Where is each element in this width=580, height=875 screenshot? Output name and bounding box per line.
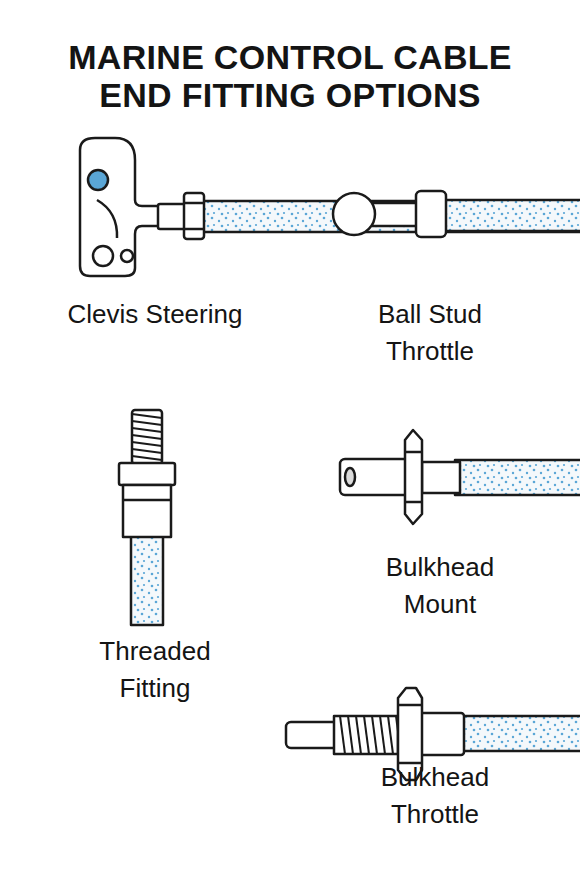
collar [119, 463, 175, 485]
fitting-body [123, 485, 171, 537]
rod [286, 722, 338, 748]
flange [405, 430, 422, 524]
cable [131, 535, 163, 625]
hex-nut [184, 193, 204, 239]
collar [416, 191, 446, 237]
thread-line [380, 716, 385, 754]
thread-line [132, 449, 162, 453]
cable [455, 460, 580, 495]
thread-line [132, 421, 162, 425]
ball-stud-fitting [333, 191, 580, 237]
nozzle [340, 459, 410, 495]
clevis-hole [121, 250, 133, 262]
cable [462, 716, 580, 751]
thread-line [132, 435, 162, 439]
fitting-label: Bulkhead Throttle [345, 759, 525, 833]
threaded-fitting [119, 410, 175, 625]
stud-neck [372, 203, 422, 226]
cable [440, 200, 580, 231]
thread-line [388, 716, 393, 754]
fitting-body [418, 713, 464, 755]
ball-stud [333, 193, 375, 235]
thread-line [356, 716, 361, 754]
clevis-pin [88, 170, 108, 190]
clevis-body [80, 138, 160, 276]
clevis-hole [93, 246, 113, 266]
thread-line [372, 716, 377, 754]
title: MARINE CONTROL CABLE END FITTING OPTIONS [45, 38, 535, 114]
clevis-shaft [158, 204, 186, 229]
thread-line [364, 716, 369, 754]
bulkhead-mount-fitting [340, 430, 580, 524]
fitting-body [422, 462, 460, 493]
thread-line [340, 716, 345, 754]
clevis-slot [97, 200, 117, 238]
bore [345, 468, 355, 486]
thread-line [132, 428, 162, 432]
thread [334, 716, 398, 754]
thread-line [132, 456, 162, 460]
thread-stud [132, 410, 162, 464]
fitting-label: Threaded Fitting [65, 633, 245, 707]
thread-line [132, 442, 162, 446]
fitting-label: Clevis Steering [65, 296, 245, 333]
fitting-label: Bulkhead Mount [350, 549, 530, 623]
thread-line [348, 716, 353, 754]
fitting-label: Ball Stud Throttle [340, 296, 520, 370]
thread-line [132, 414, 162, 418]
